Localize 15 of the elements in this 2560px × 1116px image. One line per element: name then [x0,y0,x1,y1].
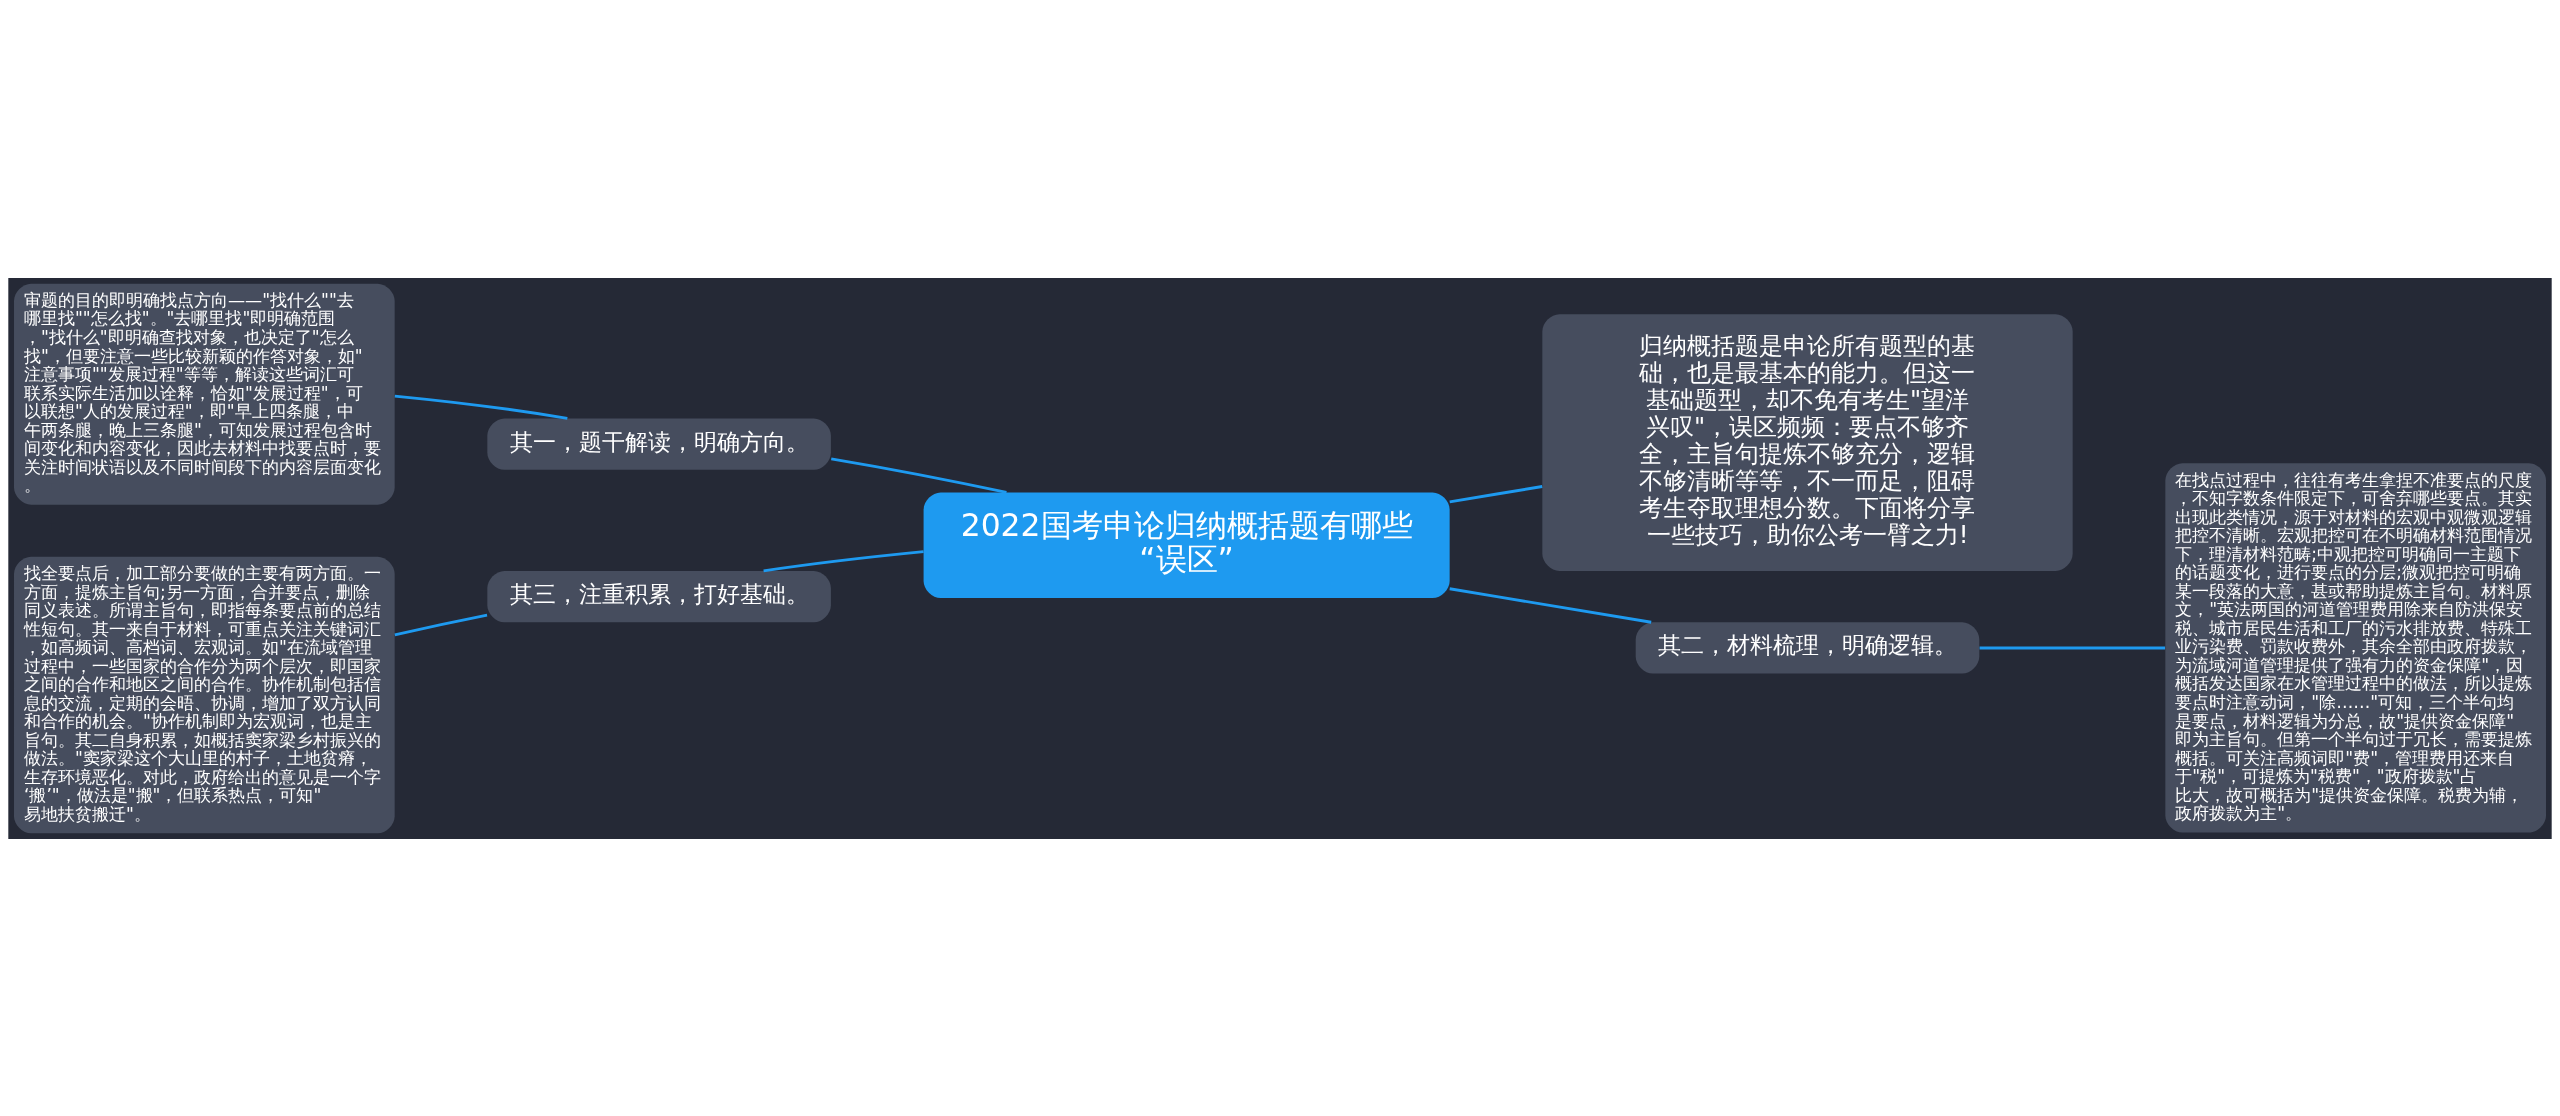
node-box: 其二，材料梳理，明确逻辑。 [1635,621,1980,674]
node-box: 找全要点后，加工部分要做的主要有两方面。一方面，提炼主旨句;另一方面，合并要点，删除同义表述。所谓主旨句，即指每条要点前的总结性短句。其一来自于材料，可重点关注关键词汇，如高频词、高档词、宏观词。如"在流域管理过程中，一些国家的合作分为两个层次，即国家之间的合作和地区之间的合作。协作机制包括信息的交流，定期的会晤、协调，增加了双方认同和合作的机会。"协作机制即为宏观词，也是主旨句。其二自身积累，如概括窦家梁乡村振兴的做法。"窦家梁这个大山里的村子，土地贫瘠，生存环境恶化。对此，政府给出的意见是一个字‘搬’"，做法是"搬"，但联系热点，可知"易地扶贫搬迁"。 [14,556,395,833]
connector [394,394,568,420]
connector [1979,646,2166,649]
node-box: 审题的目的即明确找点方向——"找什么""去哪里找""怎么找"。"去哪里找"即明确范围，"找什么"即明确查找对象，也决定了"怎么找"，但要注意一些比较新颖的作答对象，如"注意事项""发展过程"等等，解读这些词汇可联系实际生活加以诠释，恰如"发展过程"，可以联想"人的发展过程"，即"早上四条腿，中午两条腿，晚上三条腿"，可知发展过程包含时间变化和内容变化，因此去材料中找要点时，要关注时间状语以及不同时间段下的内容层面变化。 [14,283,395,505]
node-box: 其一，题干解读，明确方向。 [487,417,831,470]
node-box: 2022国考申论归纳概括题有哪些“误区” [923,492,1450,598]
connector [1449,484,1543,503]
node-box: 归纳概括题是申论所有题型的基础，也是最基本的能力。但这一基础题型，却不免有考生"望洋兴叹"，误区频频：要点不够齐全，主旨句提炼不够充分，逻辑不够清晰等等，不一而足，阻碍考生夺取理想分数。下面将分享一些技巧，助你公考一臂之力! [1542,313,2073,571]
connector [1449,586,1652,624]
connector [831,456,1007,494]
node-box: 在找点过程中，往往有考生拿捏不准要点的尺度，不知字数条件限定下，可舍弃哪些要点。其实出现此类情况，源于对材料的宏观中观微观逻辑把控不清晰。宏观把控可在不明确材料范围情况下，理清材料范畴;中观把控可明确同一主题下的话题变化，进行要点的分层;微观把控可明确某一段落的大意，甚或帮助提炼主旨句。材料原文，"英法两国的河道管理费用除来自防洪保安税、城市居民生活和工厂的污水排放费、特殊工业污染费、罚款收费外，其余全部由政府拨款，为流域河道管理提供了强有力的资金保障"，因概括发达国家在水管理过程中的做法，所以提炼要点时注意动词，"除……"可知，三个半句均是要点，材料逻辑为分总，故"提供资金保障"即为主旨句。但第一个半句过于冗长，需要提炼概括。可关注高频词即"费"，管理费用还来自于"税"，可提炼为"税费"，"政府拨款"占比大，故可概括为"提供资金保障。税费为辅，政府拨款为主"。 [2165,462,2546,833]
connector [763,549,924,572]
node-box: 其三，注重积累，打好基础。 [487,570,831,622]
connector [394,613,488,636]
